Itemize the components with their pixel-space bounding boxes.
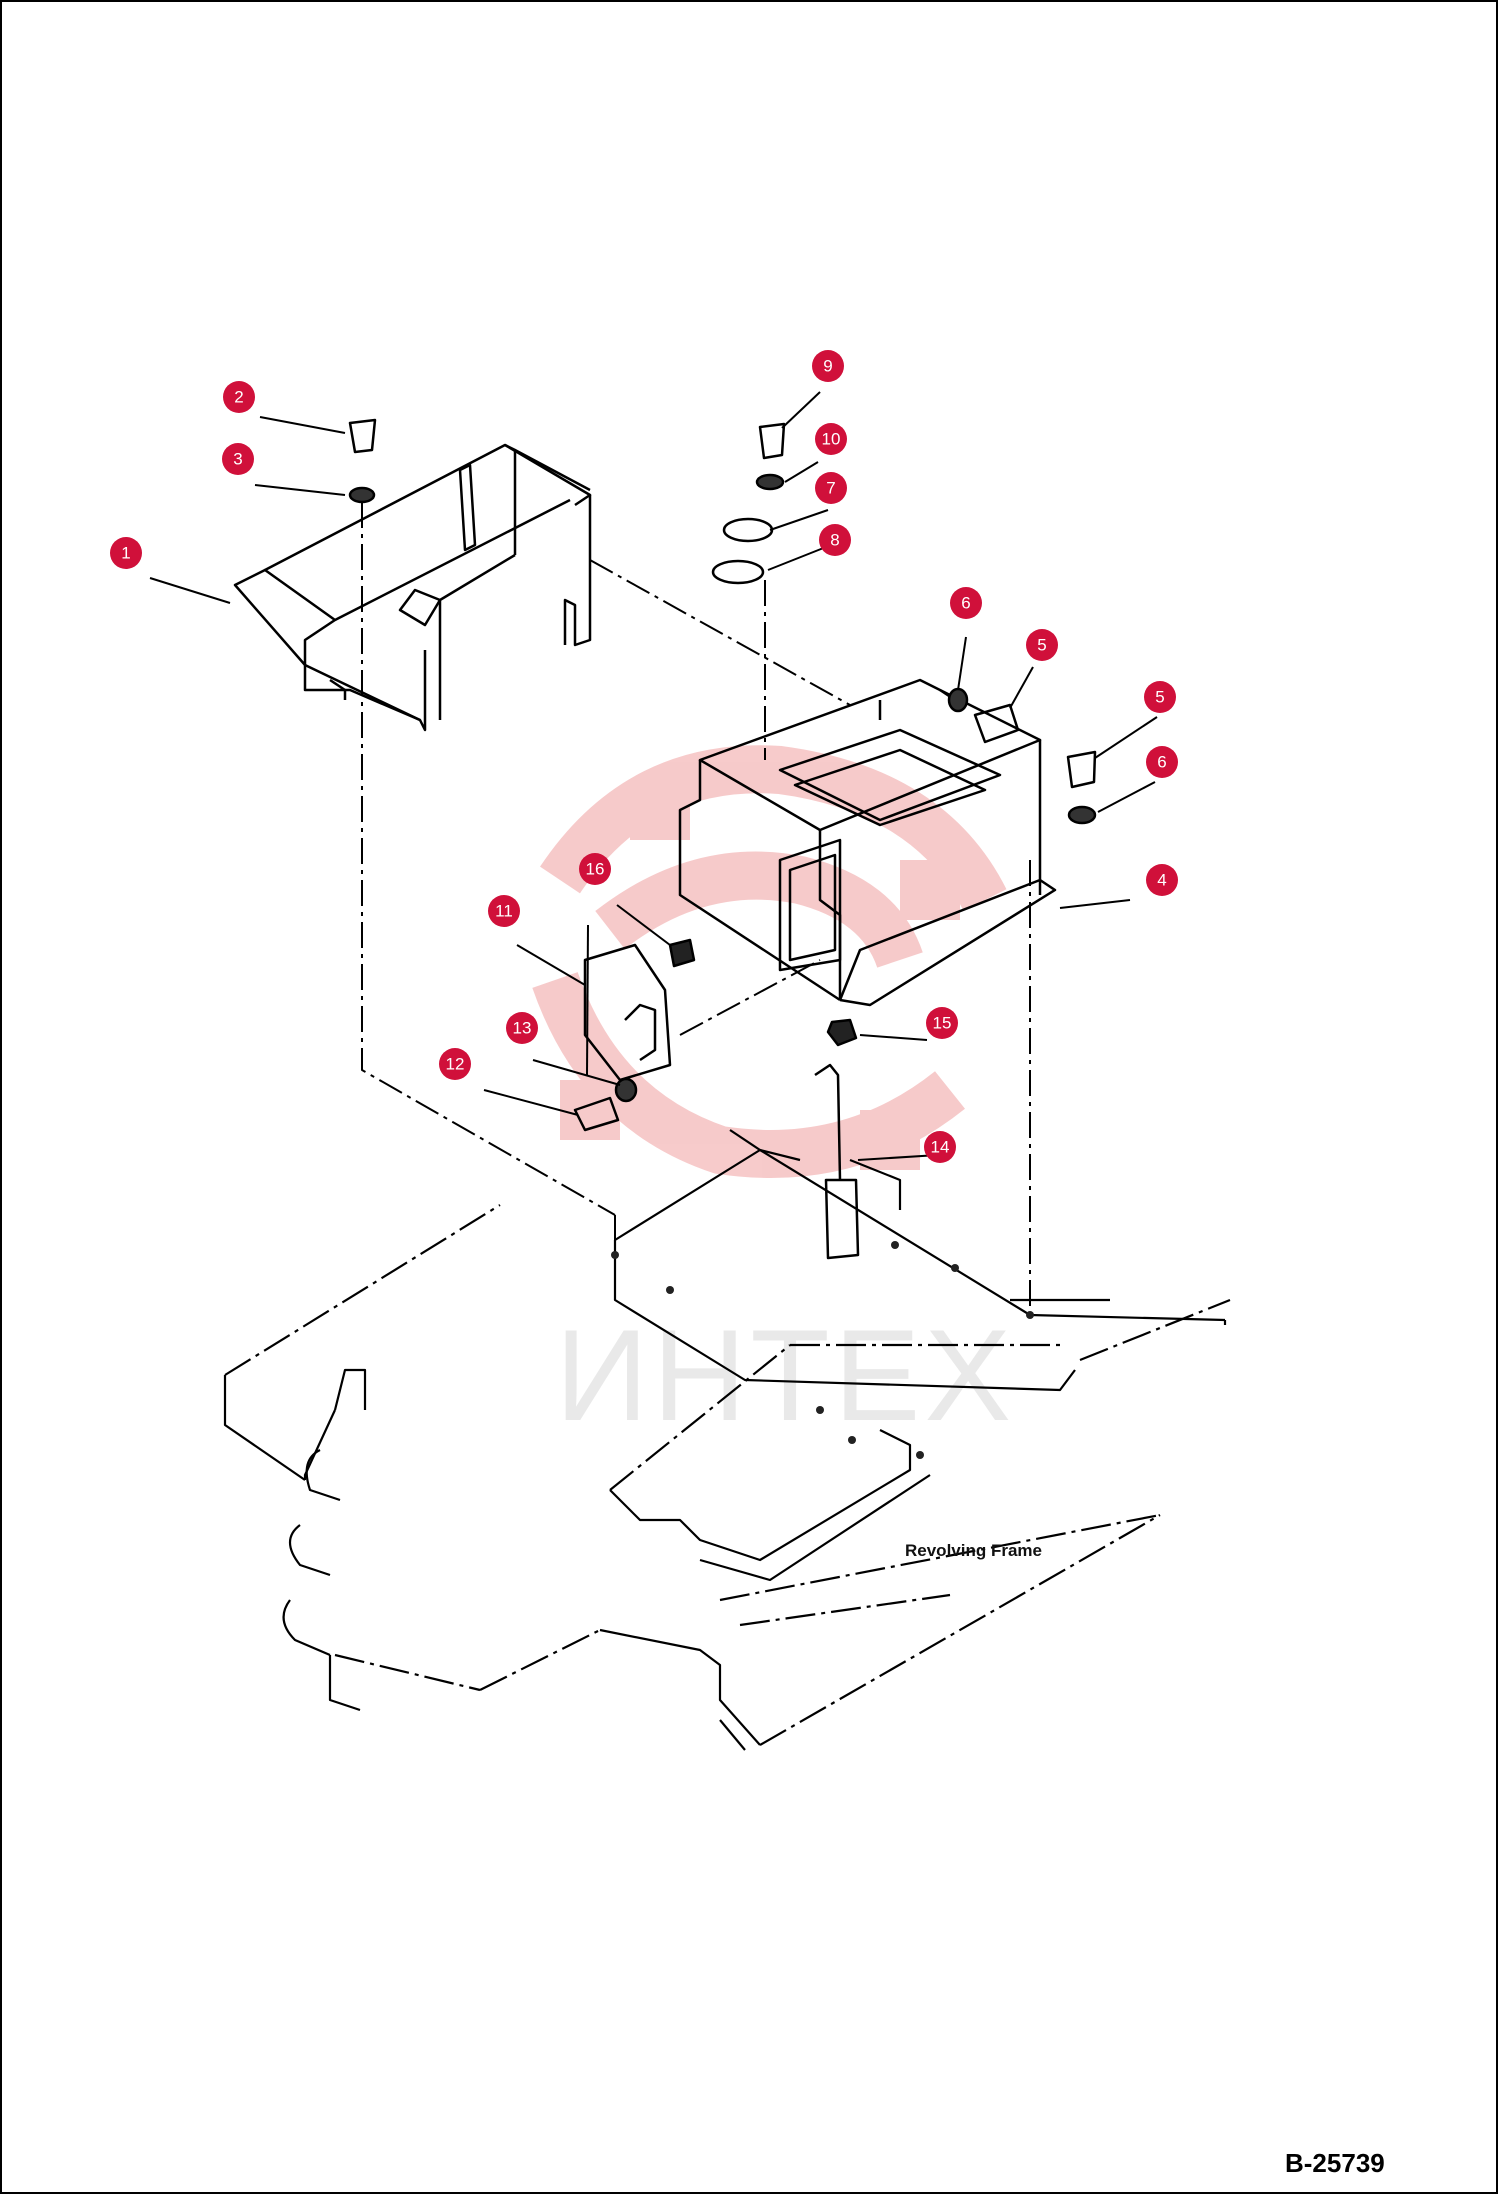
callout-group: 1 2 3 4 5 5 6 6 7 8 9 10 11 12 13 14 15 … [110, 350, 1178, 1163]
leader-lines [149, 391, 1158, 1161]
callout-6[interactable]: 6 [1146, 746, 1178, 778]
callout-number: 5 [1037, 636, 1046, 655]
callout-number: 12 [446, 1055, 465, 1074]
callout-13[interactable]: 13 [506, 1012, 538, 1044]
box-part [678, 678, 1057, 1007]
watermark-tooth [900, 860, 960, 920]
callout-5[interactable]: 5 [1026, 629, 1058, 661]
callout-number: 2 [234, 388, 243, 407]
revolving-frame [223, 1129, 1231, 1751]
callout-number: 6 [1157, 753, 1166, 772]
callout-1[interactable]: 1 [110, 537, 142, 569]
callout-12[interactable]: 12 [439, 1048, 471, 1080]
callout-number: 13 [513, 1019, 532, 1038]
callout-5[interactable]: 5 [1144, 681, 1176, 713]
callout-number: 6 [961, 594, 970, 613]
callout-number: 5 [1155, 688, 1164, 707]
callout-number: 15 [933, 1014, 952, 1033]
frame-label: Revolving Frame [905, 1541, 1042, 1560]
callout-number: 1 [121, 544, 130, 563]
callout-number: 11 [495, 902, 513, 921]
callout-15[interactable]: 15 [926, 1007, 958, 1039]
watermark-tooth [560, 1080, 620, 1140]
callout-9[interactable]: 9 [812, 350, 844, 382]
callout-14[interactable]: 14 [924, 1131, 956, 1163]
cover-plate-part [583, 943, 672, 1082]
callout-10[interactable]: 10 [815, 423, 847, 455]
watermark-tooth [860, 1110, 920, 1170]
callout-number: 3 [233, 450, 242, 469]
callout-number: 4 [1157, 871, 1166, 890]
callout-number: 10 [822, 430, 841, 449]
callout-number: 7 [826, 479, 835, 498]
drawing-reference-number: B-25739 [1285, 2148, 1385, 2178]
callout-16[interactable]: 16 [579, 853, 611, 885]
line-art [149, 391, 1231, 1751]
watermark-text: ИНТЕХ [555, 1302, 1015, 1448]
callout-number: 16 [586, 860, 605, 879]
callout-number: 9 [823, 357, 832, 376]
callout-number: 14 [931, 1138, 950, 1157]
plug-part [668, 938, 696, 968]
assembly-lines [361, 502, 1031, 1315]
bracket-part [233, 443, 592, 732]
callout-2[interactable]: 2 [223, 381, 255, 413]
callout-6[interactable]: 6 [950, 587, 982, 619]
callout-3[interactable]: 3 [222, 443, 254, 475]
callout-7[interactable]: 7 [815, 472, 847, 504]
frame-holes [611, 1241, 1034, 1459]
watermark: ИНТЕХ [532, 745, 1015, 1448]
callout-11[interactable]: 11 [488, 895, 520, 927]
callout-4[interactable]: 4 [1146, 864, 1178, 896]
nut-part [826, 1018, 858, 1047]
callout-8[interactable]: 8 [819, 524, 851, 556]
rod-part [814, 1063, 860, 1260]
callout-number: 8 [830, 531, 839, 550]
